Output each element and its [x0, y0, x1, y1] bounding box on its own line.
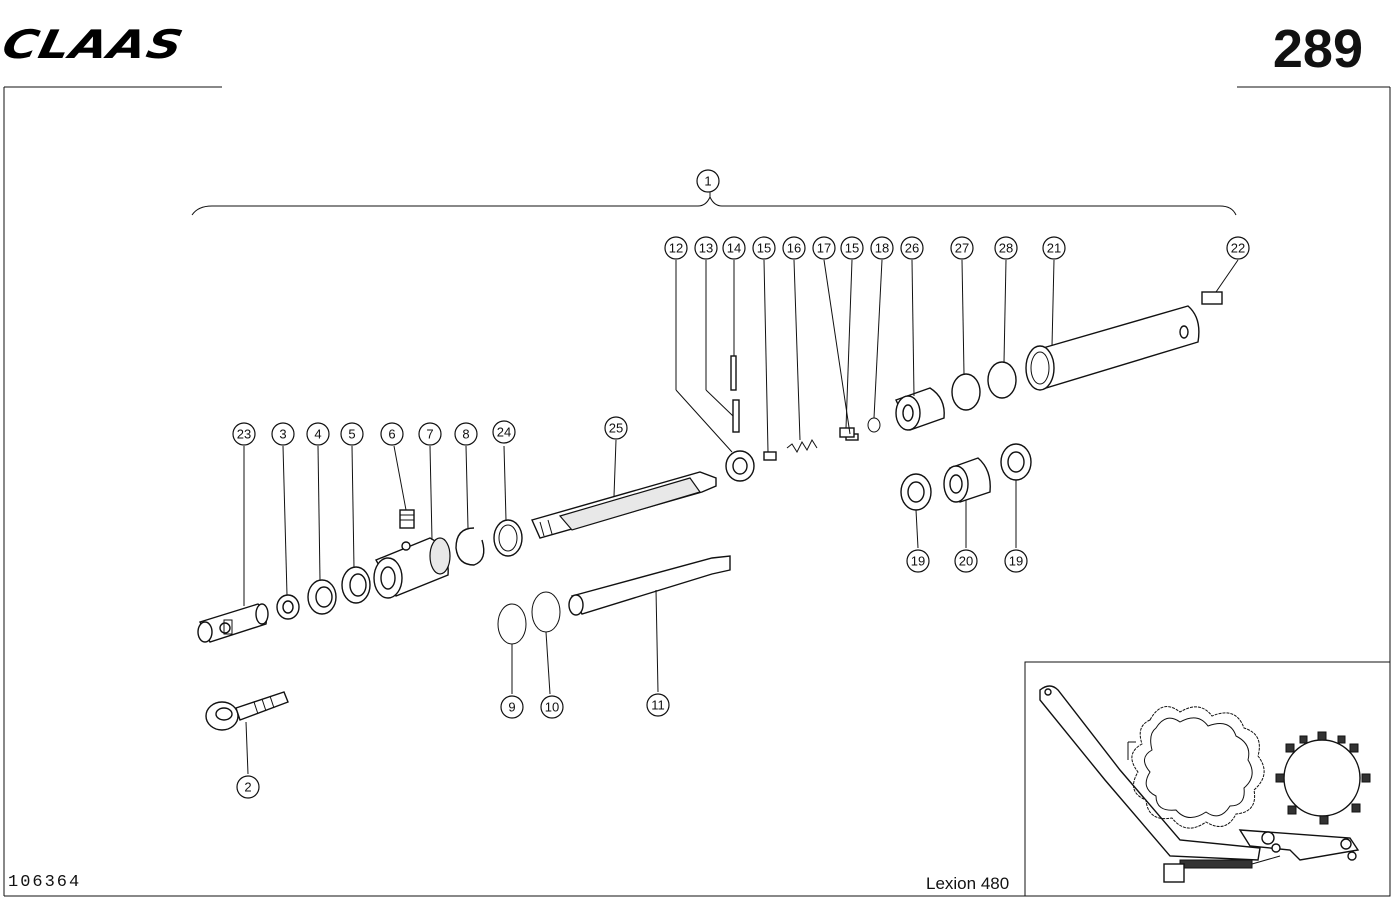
svg-text:8: 8 [462, 427, 469, 442]
callout-20: 20 [954, 549, 978, 573]
svg-text:28: 28 [999, 241, 1013, 256]
bracket-icon [191, 195, 1237, 216]
svg-text:6: 6 [388, 427, 395, 442]
machine-location-inset [1024, 661, 1391, 897]
part-27-ring [951, 373, 981, 411]
part-6-bleed-screw [399, 509, 415, 529]
callout-27: 27 [950, 236, 974, 260]
svg-text:11: 11 [651, 698, 665, 713]
svg-text:1: 1 [704, 174, 711, 189]
svg-text:22: 22 [1231, 241, 1245, 256]
callout-1: 1 [696, 169, 720, 193]
part-15-valve [763, 451, 777, 461]
part-3-nut [276, 594, 300, 620]
svg-text:17: 17 [817, 241, 831, 256]
svg-text:15: 15 [845, 241, 859, 256]
callout-18: 18 [870, 236, 894, 260]
callout-26: 26 [900, 236, 924, 260]
part-14-pin [730, 355, 737, 391]
part-24-ring [493, 519, 523, 557]
svg-text:2: 2 [244, 780, 251, 795]
svg-text:4: 4 [314, 427, 321, 442]
callout-13: 13 [694, 236, 718, 260]
leader-lines [243, 259, 1239, 775]
callout-15b: 15 [840, 236, 864, 260]
callout-9: 9 [500, 695, 524, 719]
callout-17: 17 [812, 236, 836, 260]
part-18-o-ring [867, 417, 881, 433]
part-22-fitting [1201, 291, 1223, 305]
part-21-cylinder-barrel [1025, 305, 1200, 391]
callout-19b: 19 [1004, 549, 1028, 573]
svg-text:10: 10 [545, 700, 559, 715]
callout-14: 14 [722, 236, 746, 260]
part-7-cylinder-head [373, 537, 451, 599]
svg-text:16: 16 [787, 241, 801, 256]
part-5-seal [341, 566, 371, 604]
part-19-ring-a [900, 473, 932, 511]
svg-text:19: 19 [911, 554, 925, 569]
part-28-ring [987, 361, 1017, 399]
model-label: Lexion 480 [926, 874, 1010, 893]
svg-text:21: 21 [1047, 241, 1061, 256]
callout-2: 2 [236, 775, 260, 799]
callout-8: 8 [454, 422, 478, 446]
svg-text:27: 27 [955, 241, 969, 256]
callout-23: 23 [232, 422, 256, 446]
part-12-guide [725, 450, 755, 482]
page-number: 289 [1272, 19, 1363, 79]
callout-10: 10 [540, 695, 564, 719]
part-10-o-ring [531, 591, 561, 633]
svg-text:24: 24 [497, 425, 511, 440]
part-8-snap-ring [455, 527, 485, 566]
callout-7: 7 [418, 422, 442, 446]
part-16-spring [786, 438, 818, 454]
callout-25: 25 [604, 416, 628, 440]
svg-text:3: 3 [279, 427, 286, 442]
svg-text:13: 13 [699, 241, 713, 256]
svg-text:19: 19 [1009, 554, 1023, 569]
svg-text:15: 15 [757, 241, 771, 256]
callout-6: 6 [380, 422, 404, 446]
callout-19a: 19 [906, 549, 930, 573]
callout-21: 21 [1042, 236, 1066, 260]
svg-text:12: 12 [669, 241, 683, 256]
svg-text:23: 23 [237, 427, 251, 442]
part-23-clevis [197, 603, 269, 643]
callout-12: 12 [664, 236, 688, 260]
callout-28: 28 [994, 236, 1018, 260]
part-26-piston [895, 387, 945, 431]
part-13-pin [732, 399, 740, 433]
svg-text:18: 18 [875, 241, 889, 256]
part-20-piston-ring [943, 457, 991, 503]
svg-text:26: 26 [905, 241, 919, 256]
part-2-eye-bolt [205, 691, 289, 731]
callout-3: 3 [271, 422, 295, 446]
callout-5: 5 [340, 422, 364, 446]
svg-text:20: 20 [959, 554, 973, 569]
part-19-ring-b [1000, 443, 1032, 481]
callout-15a: 15 [752, 236, 776, 260]
svg-text:25: 25 [609, 421, 623, 436]
part-25-piston-rod [531, 471, 717, 539]
document-number: 106364 [8, 873, 82, 892]
callout-22: 22 [1226, 236, 1250, 260]
svg-text:14: 14 [727, 241, 741, 256]
callout-4: 4 [306, 422, 330, 446]
svg-text:9: 9 [508, 700, 515, 715]
part-4-seal [307, 579, 337, 615]
svg-text:7: 7 [426, 427, 433, 442]
callout-24: 24 [492, 420, 516, 444]
part-9-o-ring [497, 603, 527, 645]
callout-11: 11 [646, 693, 670, 717]
part-11-rod [568, 555, 731, 616]
svg-text:5: 5 [348, 427, 355, 442]
part-15b-valve [839, 427, 855, 438]
callout-16: 16 [782, 236, 806, 260]
